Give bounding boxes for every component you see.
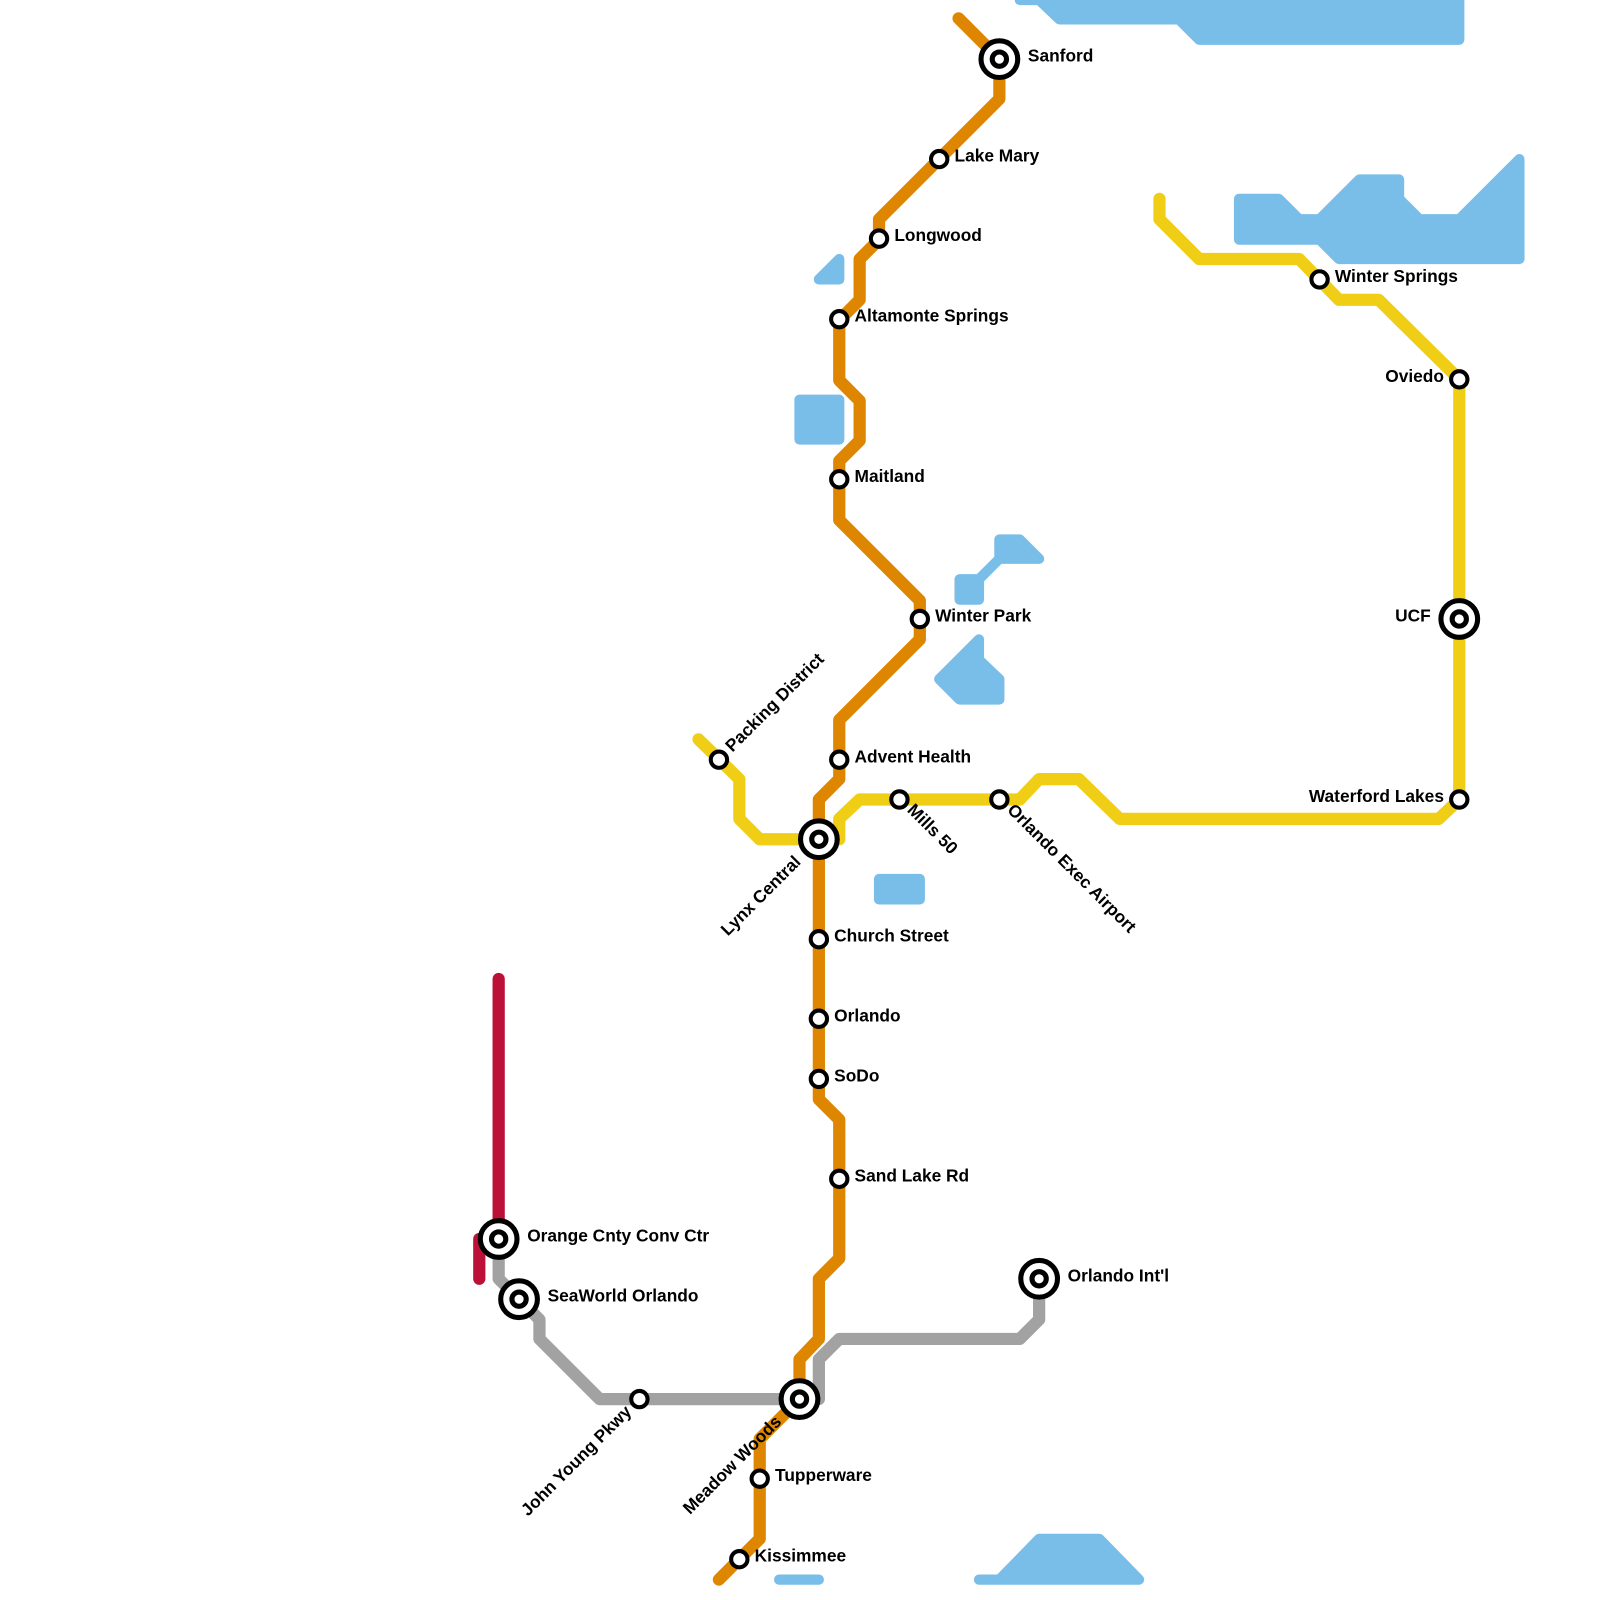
station-label: Sand Lake Rd (855, 1165, 970, 1185)
yellow-line[interactable] (833, 192, 1466, 846)
station-icon[interactable] (989, 789, 1010, 810)
gray-line[interactable] (492, 1232, 806, 1406)
station-label: UCF (1395, 606, 1431, 626)
station-label: Packing District (721, 649, 828, 756)
water-bodies (773, 0, 1525, 1585)
station-icon[interactable] (1309, 269, 1330, 290)
gray-line[interactable] (812, 1272, 1046, 1406)
station[interactable]: Waterford Lakes (1309, 786, 1470, 810)
station[interactable]: Orlando Int'l (1018, 1257, 1169, 1300)
station-icon[interactable] (808, 1008, 830, 1029)
station-label: Longwood (894, 225, 982, 245)
station[interactable]: UCF (1395, 598, 1481, 640)
interchange-inner-icon (509, 1289, 529, 1309)
station-icon[interactable] (808, 928, 830, 950)
station-label: Winter Park (935, 606, 1032, 626)
station-label: Waterford Lakes (1309, 786, 1444, 806)
station[interactable]: Maitland (829, 466, 925, 490)
route-lines (473, 12, 1466, 1586)
station-label: Kissimmee (755, 1546, 847, 1566)
station-icon[interactable] (829, 1168, 850, 1190)
station-label: Altamonte Springs (855, 306, 1009, 326)
interchange-inner-icon (989, 49, 1010, 69)
water-body (954, 534, 1045, 605)
station-label: Lynx Central (717, 852, 805, 940)
station[interactable]: Lake Mary (928, 146, 1040, 170)
station-label: John Young Pkwy (517, 1401, 636, 1520)
station[interactable]: SeaWorld Orlando (498, 1278, 699, 1321)
station-icon[interactable] (829, 308, 850, 330)
station-label: Winter Springs (1335, 266, 1458, 286)
station-label: Oviedo (1385, 366, 1444, 386)
station-label: Maitland (855, 466, 925, 486)
station-icon[interactable] (829, 749, 850, 770)
station[interactable]: Sanford (978, 38, 1093, 81)
station[interactable]: Kissimmee (729, 1546, 847, 1570)
station-icon[interactable] (1449, 369, 1470, 390)
station-icon[interactable] (629, 1388, 650, 1410)
station-icon[interactable] (1449, 789, 1470, 810)
station-label: Orlando (834, 1005, 900, 1025)
interchange-inner-icon (488, 1229, 509, 1249)
station[interactable]: Tupperware (749, 1465, 873, 1489)
station-label: SoDo (834, 1065, 879, 1085)
station-label: Orlando Int'l (1068, 1265, 1169, 1285)
water-body (873, 873, 925, 905)
station[interactable]: Orange Cnty Conv Ctr (477, 1218, 709, 1260)
station[interactable]: Longwood (868, 225, 982, 249)
station-label: Tupperware (775, 1465, 872, 1485)
station[interactable]: Packing District (708, 649, 828, 770)
station-icon[interactable] (749, 1468, 770, 1489)
water-body (1233, 153, 1525, 265)
station[interactable]: Winter Springs (1309, 266, 1458, 290)
station[interactable]: SoDo (808, 1065, 880, 1090)
station[interactable]: Oviedo (1385, 366, 1470, 390)
interchange-inner-icon (789, 1389, 810, 1409)
station-icon[interactable] (889, 789, 910, 810)
station[interactable]: John Young Pkwy (517, 1388, 650, 1520)
station-label: Church Street (834, 926, 949, 946)
station-label: Orange Cnty Conv Ctr (527, 1226, 709, 1246)
station-icon[interactable] (868, 228, 890, 249)
station-icon[interactable] (928, 148, 950, 170)
interchange-inner-icon (809, 829, 829, 849)
station-label: Lake Mary (954, 146, 1039, 166)
station[interactable]: Sand Lake Rd (829, 1165, 970, 1190)
water-body (1014, 0, 1465, 45)
water-body (813, 253, 845, 285)
station-label: SeaWorld Orlando (548, 1286, 699, 1306)
station-label: Sanford (1028, 46, 1093, 66)
water-body (934, 634, 1005, 705)
station-icon[interactable] (829, 469, 850, 490)
station-icon[interactable] (808, 1068, 830, 1090)
interchange-inner-icon (1029, 1269, 1049, 1289)
station[interactable]: Church Street (808, 926, 949, 950)
station-label: Mills 50 (904, 800, 962, 858)
interchange-inner-icon (1449, 609, 1469, 629)
water-body (973, 1533, 1145, 1585)
station-label: Advent Health (855, 746, 971, 766)
water-body (794, 394, 845, 445)
station-label: Meadow Woods (679, 1411, 785, 1517)
station-icon[interactable] (708, 749, 730, 770)
station[interactable]: Winter Park (909, 606, 1032, 630)
station[interactable]: Altamonte Springs (829, 306, 1009, 330)
station[interactable]: Advent Health (829, 746, 971, 770)
station-icon[interactable] (729, 1549, 750, 1570)
station-icon[interactable] (909, 608, 931, 630)
station[interactable]: Orlando (808, 1005, 901, 1029)
